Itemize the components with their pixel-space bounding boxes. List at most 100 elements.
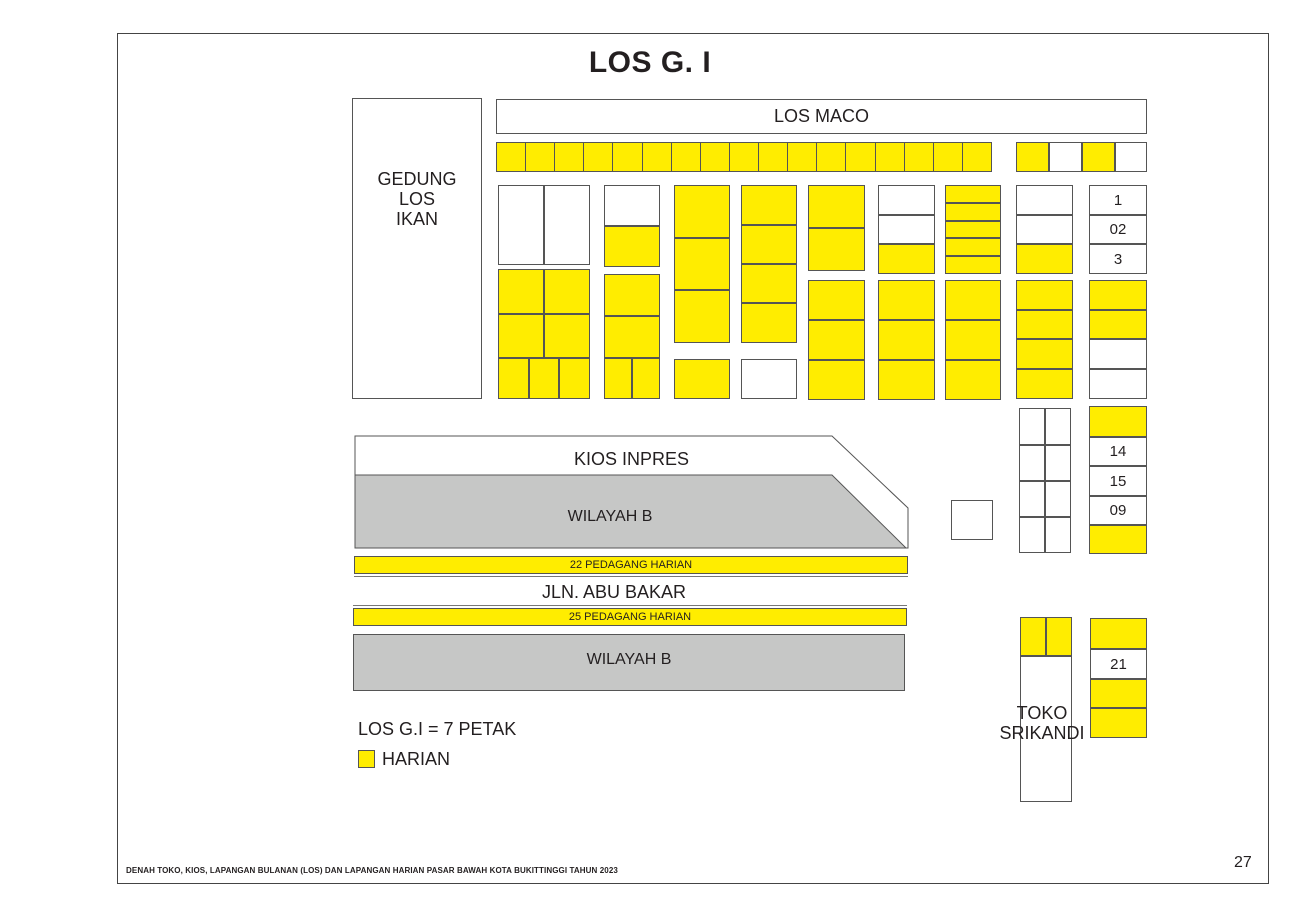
- stall: [1045, 517, 1071, 553]
- stall: [1019, 481, 1045, 517]
- stall: [878, 244, 935, 274]
- stall: [1090, 708, 1147, 738]
- stall: [1016, 215, 1073, 244]
- stall: [1020, 617, 1046, 656]
- maco-stall: [961, 142, 992, 172]
- stall: [741, 185, 797, 225]
- stall: [1016, 369, 1073, 399]
- maco-stall: [787, 142, 818, 172]
- stall-number: 15: [1109, 472, 1127, 490]
- stall: [1016, 310, 1073, 339]
- stall: [808, 185, 865, 228]
- stall: [1016, 339, 1073, 369]
- stall: [604, 358, 632, 399]
- pedagang-25-label: 25 PEDAGANG HARIAN: [568, 611, 692, 623]
- maco-stall: [583, 142, 614, 172]
- stall-1: 1: [1089, 185, 1147, 215]
- stall-3: 3: [1089, 244, 1147, 274]
- stall-number: 14: [1109, 443, 1127, 460]
- maco-stall: [699, 142, 730, 172]
- stall: [878, 360, 935, 400]
- maco-stall: [554, 142, 585, 172]
- page-frame: [117, 33, 1269, 884]
- stall: [674, 238, 730, 290]
- kios-inpres-label: KIOS INPRES: [573, 448, 690, 469]
- jalan-label: JLN. ABU BAKAR: [541, 581, 687, 602]
- maco-stall: [932, 142, 963, 172]
- los-maco-label: LOS MACO: [773, 106, 870, 126]
- maco-stall: [670, 142, 701, 172]
- page-number: 27: [1234, 854, 1252, 871]
- stall-14: 14: [1089, 437, 1147, 466]
- stall: [559, 358, 590, 399]
- pedagang-harian-25: 25 PEDAGANG HARIAN: [353, 608, 907, 626]
- stall: [604, 316, 660, 358]
- stall: [878, 320, 935, 360]
- maco-stall: [1115, 142, 1147, 172]
- stall: [878, 185, 935, 215]
- toko-srikandi-building: [1020, 656, 1072, 802]
- legend-summary: LOS G.I = 7 PETAK: [358, 719, 517, 739]
- footer-caption: DENAH TOKO, KIOS, LAPANGAN BULANAN (LOS)…: [126, 866, 618, 875]
- stall: [604, 185, 660, 226]
- maco-stall: [758, 142, 789, 172]
- stall: [808, 280, 865, 320]
- stall: [1089, 406, 1147, 437]
- stall-number: 21: [1110, 655, 1127, 673]
- stall: [544, 314, 590, 358]
- stall: [945, 238, 1001, 256]
- maco-stall: [1016, 142, 1049, 172]
- maco-stall: [612, 142, 643, 172]
- stall: [808, 360, 865, 400]
- stall: [1016, 185, 1073, 215]
- stall: [529, 358, 559, 399]
- stall: [1089, 339, 1147, 369]
- stall-number: 1: [1113, 191, 1123, 209]
- stall: [741, 225, 797, 264]
- stall: [1045, 408, 1071, 445]
- stall: [674, 290, 730, 343]
- stall: [1090, 679, 1147, 708]
- stall: [945, 203, 1001, 221]
- stall: [945, 280, 1001, 320]
- stall: [632, 358, 660, 399]
- stall: [945, 185, 1001, 203]
- stall: [604, 274, 660, 316]
- legend-harian-label: HARIAN: [382, 749, 451, 769]
- stall: [498, 358, 529, 399]
- stall: [1019, 517, 1045, 553]
- stall: [1089, 310, 1147, 339]
- stall: [498, 269, 544, 314]
- small-building: [951, 500, 993, 540]
- stall: [741, 264, 797, 303]
- stall: [674, 359, 730, 399]
- stall: [945, 221, 1001, 238]
- wilayah-b-bottom-label: WILAYAH B: [586, 650, 672, 668]
- los-maco-block: LOS MACO: [496, 99, 1147, 134]
- road-line: [354, 576, 908, 577]
- maco-stall: [1049, 142, 1082, 172]
- stall: [741, 359, 797, 399]
- stall-number: 3: [1113, 250, 1123, 268]
- stall: [1019, 408, 1045, 445]
- pedagang-harian-22: 22 PEDAGANG HARIAN: [354, 556, 908, 574]
- stall: [604, 226, 660, 267]
- stall: [498, 185, 544, 265]
- stall: [945, 320, 1001, 360]
- pedagang-22-label: 22 PEDAGANG HARIAN: [569, 559, 693, 571]
- stall: [808, 320, 865, 360]
- legend-harian-swatch: [358, 750, 375, 768]
- gedung-label: GEDUNG LOS IKAN: [377, 168, 457, 229]
- wilayah-b-bottom: WILAYAH B: [353, 634, 905, 691]
- toko-srikandi-label: TOKO SRIKANDI: [999, 703, 1085, 743]
- stall: [945, 256, 1001, 274]
- stall-number: 09: [1109, 502, 1127, 519]
- stall: [878, 280, 935, 320]
- maco-stall: [728, 142, 760, 172]
- gedung-los-ikan: GEDUNG LOS IKAN: [352, 98, 482, 399]
- maco-stall: [1082, 142, 1115, 172]
- stall-02: 02: [1089, 215, 1147, 244]
- maco-stall: [816, 142, 847, 172]
- stall: [1016, 244, 1073, 274]
